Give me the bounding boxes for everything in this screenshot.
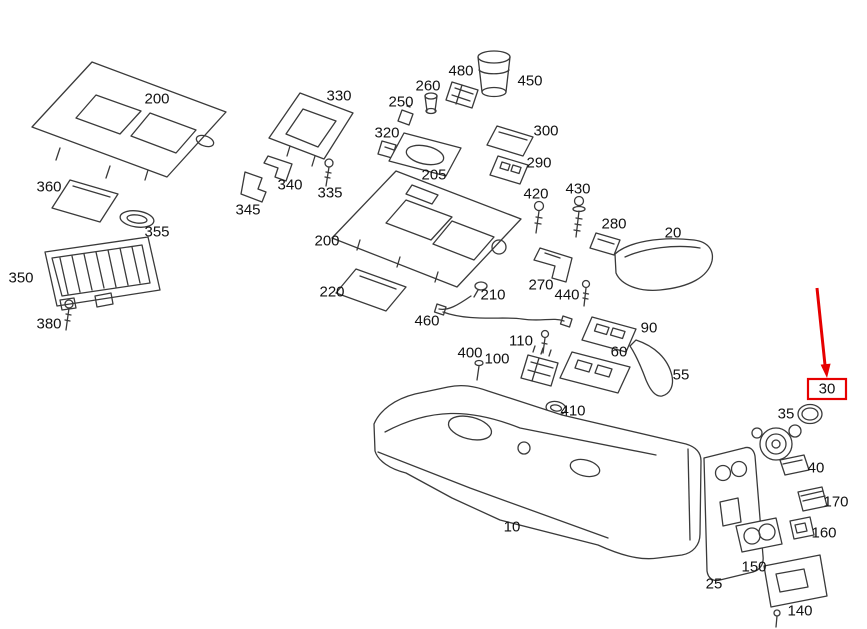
part-label-340[interactable]: 340 <box>277 176 303 194</box>
part-380-screw-drawing <box>64 299 74 331</box>
part-200-top-cover-drawing <box>31 61 227 181</box>
part-label-20[interactable]: 20 <box>664 224 682 242</box>
part-160-socket-drawing <box>789 516 815 540</box>
part-60-panel-drawing <box>559 351 631 394</box>
part-label-140[interactable]: 140 <box>787 602 813 620</box>
part-label-320[interactable]: 320 <box>374 124 400 142</box>
part-420-screw-drawing <box>533 200 545 234</box>
part-label-200[interactable]: 200 <box>314 232 340 250</box>
part-label-280[interactable]: 280 <box>601 215 627 233</box>
part-110-screw-drawing <box>540 329 550 354</box>
part-260-sleeve-drawing <box>424 92 438 115</box>
part-label-40[interactable]: 40 <box>807 459 825 477</box>
part-label-270[interactable]: 270 <box>528 276 554 294</box>
part-30-ring-drawing <box>797 403 823 425</box>
highlight-arrow <box>815 287 827 366</box>
part-140-bracket-drawing <box>763 554 828 628</box>
part-label-10[interactable]: 10 <box>503 518 521 536</box>
part-460-harness-drawing <box>433 295 573 328</box>
part-label-360[interactable]: 360 <box>36 178 62 196</box>
part-label-100[interactable]: 100 <box>484 350 510 368</box>
part-100-connector-drawing <box>520 345 559 387</box>
part-300-pad-drawing <box>486 125 534 157</box>
part-label-355[interactable]: 355 <box>144 223 170 241</box>
part-label-250[interactable]: 250 <box>388 93 414 111</box>
part-label-60[interactable]: 60 <box>610 343 628 361</box>
part-20-armrest-lid-drawing <box>614 238 714 291</box>
part-90-vent-drawing <box>581 316 637 353</box>
part-330-tray-drawing <box>268 92 354 167</box>
part-440-screw-drawing <box>581 279 591 307</box>
part-label-380[interactable]: 380 <box>36 315 62 333</box>
part-label-220[interactable]: 220 <box>319 283 345 301</box>
part-label-210[interactable]: 210 <box>480 286 506 304</box>
part-450-cup-drawing <box>477 50 511 98</box>
part-170-switch-drawing <box>797 486 828 512</box>
part-label-480[interactable]: 480 <box>448 62 474 80</box>
part-335-screw-drawing <box>324 158 334 187</box>
part-205-plate-drawing <box>388 132 462 177</box>
part-35-controller-drawing <box>751 424 802 461</box>
part-220-mat-drawing <box>335 268 407 312</box>
part-label-30-highlighted[interactable]: 30 <box>818 380 836 398</box>
part-40-plate-drawing <box>779 454 810 476</box>
part-430-screw-drawing <box>572 195 586 238</box>
part-label-90[interactable]: 90 <box>640 319 658 337</box>
part-290-switch-drawing <box>489 155 529 185</box>
part-345-bracket-drawing <box>240 171 267 203</box>
part-350-armrest-drawing <box>44 236 161 311</box>
part-label-300[interactable]: 300 <box>533 122 559 140</box>
part-340-bracket-drawing <box>263 155 293 182</box>
part-label-160[interactable]: 160 <box>811 524 837 542</box>
highlight-arrowhead <box>820 363 831 378</box>
part-label-150[interactable]: 150 <box>741 558 767 576</box>
part-250-clip-drawing <box>397 105 414 126</box>
part-label-400[interactable]: 400 <box>457 344 483 362</box>
part-label-450[interactable]: 450 <box>517 72 543 90</box>
part-400-screw-drawing <box>474 359 484 381</box>
highlight-annotation <box>806 287 848 401</box>
part-label-110[interactable]: 110 <box>509 332 533 350</box>
part-label-200[interactable]: 200 <box>144 90 170 108</box>
part-label-460[interactable]: 460 <box>414 312 440 330</box>
part-label-410[interactable]: 410 <box>560 402 586 420</box>
part-10-console-body-drawing <box>373 384 702 560</box>
part-label-335[interactable]: 335 <box>317 184 343 202</box>
part-label-440[interactable]: 440 <box>554 286 580 304</box>
part-label-330[interactable]: 330 <box>326 87 352 105</box>
part-360-mat-drawing <box>51 179 119 223</box>
part-label-55[interactable]: 55 <box>672 366 690 384</box>
highlight-box <box>806 377 848 401</box>
part-480-switch-drawing <box>445 81 479 109</box>
part-label-35[interactable]: 35 <box>777 405 795 423</box>
part-label-350[interactable]: 350 <box>8 269 34 287</box>
part-280-clip-drawing <box>589 232 621 256</box>
part-210-sensor-drawing <box>473 281 488 298</box>
part-label-430[interactable]: 430 <box>565 180 591 198</box>
part-label-290[interactable]: 290 <box>526 154 552 172</box>
part-label-25[interactable]: 25 <box>705 575 723 593</box>
part-label-260[interactable]: 260 <box>415 77 441 95</box>
part-200-frame-drawing <box>331 170 522 288</box>
part-label-205[interactable]: 205 <box>421 166 447 184</box>
part-label-170[interactable]: 170 <box>823 493 849 511</box>
part-label-420[interactable]: 420 <box>523 185 549 203</box>
part-355-ring-drawing <box>119 210 155 228</box>
part-55-trim-drawing <box>629 339 674 397</box>
part-label-345[interactable]: 345 <box>235 201 261 219</box>
part-270-bracket-drawing <box>533 247 573 283</box>
part-150-cupholder-drawing <box>735 517 783 553</box>
